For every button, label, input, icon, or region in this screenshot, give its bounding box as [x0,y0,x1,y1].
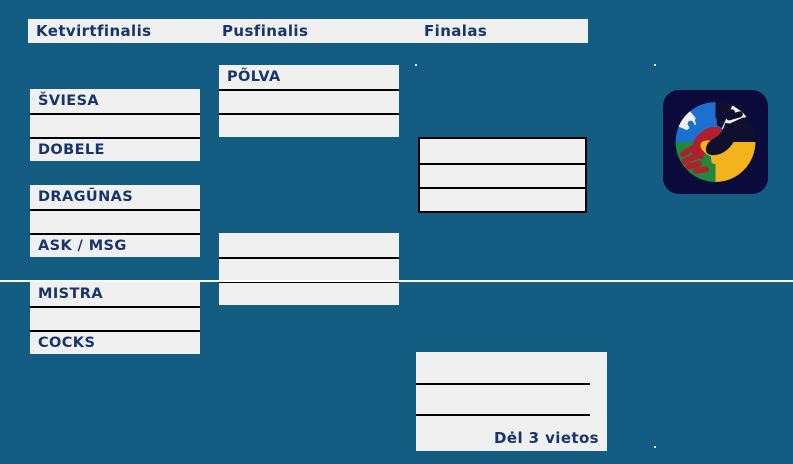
match-slot-bottom[interactable]: ASK / MSG [30,233,200,257]
match-slot-top[interactable]: PÕLVA [227,69,281,85]
round-header-final: Finalas [424,22,488,40]
match-slot-score[interactable] [219,257,399,281]
match-slot-bottom[interactable]: DOBELE [30,137,200,161]
four-hands-circle-logo [663,90,768,194]
match-slot-score[interactable] [420,163,585,187]
match-slot-bottom[interactable] [420,187,585,211]
match-slot-bottom[interactable] [219,281,399,305]
match-slot-score[interactable] [219,89,399,113]
match-slot-top[interactable] [420,139,585,163]
round-header-semifinal: Pusfinalis [222,22,309,40]
horizontal-divider [0,280,793,282]
placeholder-dot [654,64,656,66]
match-slot-bottom[interactable]: COCKS [30,330,200,354]
placeholder-dot [654,446,656,448]
match-slot-top[interactable]: ŠVIESA [38,93,100,109]
third-place-rule-bottom [416,414,590,416]
match-slot-score[interactable] [30,113,200,137]
match-slot-score[interactable] [30,306,200,330]
round-header-quarterfinal: Ketvirtfinalis [36,22,152,40]
match-slot-score[interactable] [30,209,200,233]
quarterfinal-match-3[interactable]: MISTRA COCKS [30,282,200,354]
third-place-rule-top [416,383,590,385]
placeholder-dot [415,64,417,66]
third-place-match[interactable]: Dėl 3 vietos [416,352,607,451]
match-slot-top[interactable]: MISTRA [38,286,103,302]
semifinal-match-2[interactable] [219,233,399,305]
match-slot-top[interactable]: DRAGŪNAS [38,189,134,205]
round-headers-bar: Ketvirtfinalis Pusfinalis Finalas [28,19,588,43]
semifinal-match-1[interactable]: PÕLVA [219,65,399,137]
third-place-label: Dėl 3 vietos [494,429,599,447]
final-match[interactable] [418,137,587,213]
quarterfinal-match-1[interactable]: ŠVIESA DOBELE [30,89,200,161]
quarterfinal-match-2[interactable]: DRAGŪNAS ASK / MSG [30,185,200,257]
match-slot-top[interactable] [219,233,399,257]
match-slot-bottom[interactable] [219,113,399,137]
